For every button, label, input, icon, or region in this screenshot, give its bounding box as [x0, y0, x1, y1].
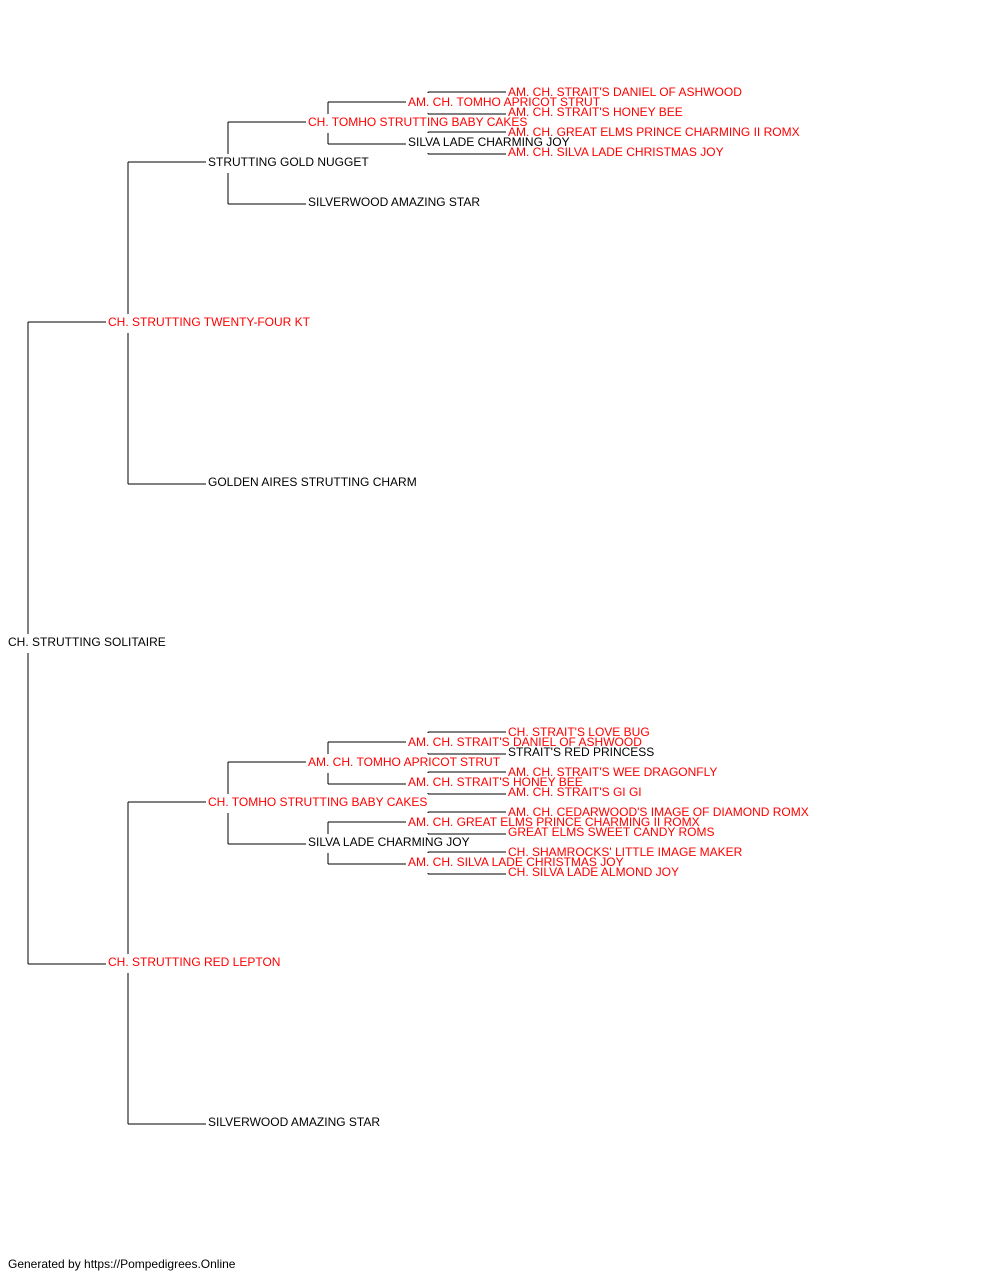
pedigree-name: CH. STRUTTING RED LEPTON: [108, 955, 280, 969]
pedigree-name: AM. CH. GREAT ELMS PRINCE CHARMING II RO…: [508, 125, 800, 139]
pedigree-name: CH. STRUTTING TWENTY-FOUR KT: [108, 315, 311, 329]
pedigree-name: GREAT ELMS SWEET CANDY ROMS: [508, 825, 714, 839]
pedigree-name: SILVA LADE CHARMING JOY: [408, 135, 570, 149]
pedigree-name: AM. CH. CEDARWOOD'S IMAGE OF DIAMOND ROM…: [508, 805, 809, 819]
pedigree-name: CH. STRAIT'S LOVE BUG: [508, 725, 650, 739]
pedigree-name: SILVA LADE CHARMING JOY: [308, 835, 470, 849]
pedigree-tree: CH. STRUTTING SOLITAIRE CH. STRUTTING TWE…: [8, 85, 809, 1129]
pedigree-name: GOLDEN AIRES STRUTTING CHARM: [208, 475, 417, 489]
pedigree-name: AM. CH. STRAIT'S HONEY BEE: [508, 105, 683, 119]
pedigree-name: AM. CH. STRAIT'S WEE DRAGONFLY: [508, 765, 717, 779]
pedigree-name: CH. TOMHO STRUTTING BABY CAKES: [208, 795, 427, 809]
pedigree-name: AM. CH. SILVA LADE CHRISTMAS JOY: [508, 145, 724, 159]
pedigree-name: SILVERWOOD AMAZING STAR: [208, 1115, 380, 1129]
pedigree-name: CH. TOMHO STRUTTING BABY CAKES: [308, 115, 527, 129]
pedigree-name: AM. CH. TOMHO APRICOT STRUT: [408, 95, 601, 109]
pedigree-name: CH. SHAMROCKS' LITTLE IMAGE MAKER: [508, 845, 743, 859]
pedigree-name: AM. CH. TOMHO APRICOT STRUT: [308, 755, 501, 769]
pedigree-name: AM. CH. STRAIT'S HONEY BEE: [408, 775, 583, 789]
pedigree-name: SILVERWOOD AMAZING STAR: [308, 195, 480, 209]
pedigree-name: CH. SILVA LADE ALMOND JOY: [508, 865, 679, 879]
pedigree-name: AM. CH. GREAT ELMS PRINCE CHARMING II RO…: [408, 815, 700, 829]
pedigree-name: CH. STRUTTING SOLITAIRE: [8, 635, 166, 649]
pedigree-name: STRUTTING GOLD NUGGET: [208, 155, 369, 169]
pedigree-name: AM. CH. STRAIT'S DANIEL OF ASHWOOD: [508, 85, 742, 99]
footer-credit: Generated by https://Pompedigrees.Online: [8, 1257, 236, 1271]
pedigree-name: AM. CH. STRAIT'S GI GI: [508, 785, 642, 799]
pedigree-name: STRAIT'S RED PRINCESS: [508, 745, 654, 759]
pedigree-name: AM. CH. STRAIT'S DANIEL OF ASHWOOD: [408, 735, 642, 749]
pedigree-name: AM. CH. SILVA LADE CHRISTMAS JOY: [408, 855, 624, 869]
